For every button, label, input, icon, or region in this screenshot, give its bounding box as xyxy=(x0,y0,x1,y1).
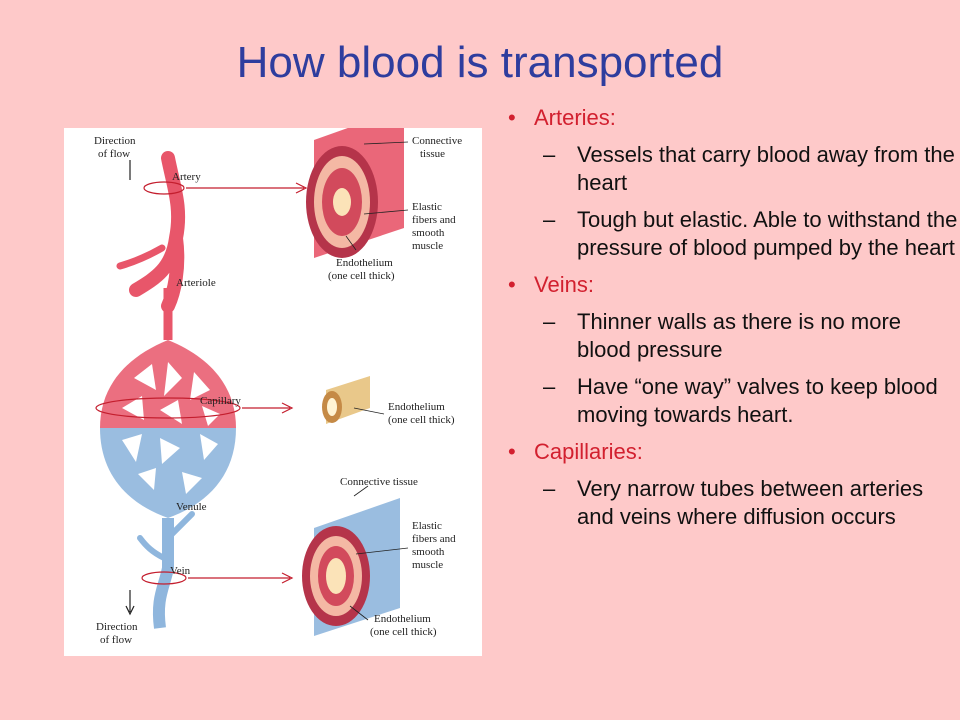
artery-arrow xyxy=(186,182,308,194)
label-capillary: Capillary xyxy=(200,395,241,407)
sub-bullet: – Vessels that carry blood away from the… xyxy=(498,141,958,197)
label-artery-elastic-1: Elastic xyxy=(412,201,442,213)
leader-lines xyxy=(345,141,409,621)
artery-loop xyxy=(143,181,185,195)
capillary-bed-blue xyxy=(100,428,236,518)
capillary-loop xyxy=(95,397,241,419)
artery-cross-section xyxy=(306,128,404,258)
dash-mark: – xyxy=(543,142,556,167)
bullet-text: Arteries: xyxy=(534,105,616,130)
blood-vessel-diagram: Direction of flow Artery Arteriole Capil… xyxy=(64,128,482,656)
sub-bullet: – Thinner walls as there is no more bloo… xyxy=(498,308,958,364)
slide-title: How blood is transported xyxy=(236,38,724,87)
label-arteriole: Arteriole xyxy=(176,277,216,289)
vein-trunk xyxy=(153,518,174,629)
label-artery: Artery xyxy=(172,171,201,183)
bullet-mark: • xyxy=(508,272,516,297)
label-vein: Vein xyxy=(170,565,191,577)
label-vein-connective: Connective tissue xyxy=(340,476,418,488)
capillary-holes-red xyxy=(122,362,220,426)
dash-mark: – xyxy=(543,207,556,232)
label-direction-top-2: of flow xyxy=(98,148,130,160)
label-direction-bottom-1: Direction xyxy=(96,621,138,633)
bullet-capillaries: • Capillaries: xyxy=(498,438,958,466)
vein-loop xyxy=(141,571,187,585)
vein-cross-section xyxy=(302,498,400,636)
sub-bullet-text: Tough but elastic. Able to withstand the… xyxy=(577,207,958,260)
bullet-text: Capillaries: xyxy=(534,439,643,464)
capillary-arrow xyxy=(242,402,294,414)
label-vein-endothelium-1: Endothelium xyxy=(374,613,431,625)
label-vein-elastic-3: smooth xyxy=(412,546,445,558)
label-artery-connective-1: Connective xyxy=(412,135,462,147)
dash-mark: – xyxy=(543,476,556,501)
sub-bullet: – Very narrow tubes between arteries and… xyxy=(498,475,958,531)
label-direction-top-1: Direction xyxy=(94,135,136,147)
vein-arrow xyxy=(188,572,294,584)
capillary-cross-section xyxy=(322,376,370,424)
dash-mark: – xyxy=(543,309,556,334)
vein-branch xyxy=(137,511,195,561)
label-artery-endothelium-1: Endothelium xyxy=(336,257,393,269)
label-vein-elastic-1: Elastic xyxy=(412,520,442,532)
bullet-arteries: • Arteries: xyxy=(498,104,958,132)
label-vein-elastic-4: muscle xyxy=(412,559,443,571)
direction-arrow-bottom xyxy=(125,590,135,616)
bullet-mark: • xyxy=(508,439,516,464)
bullet-veins: • Veins: xyxy=(498,271,958,299)
sub-bullet-text: Vessels that carry blood away from the h… xyxy=(577,142,955,195)
label-vein-elastic-2: fibers and xyxy=(412,533,456,545)
label-artery-endothelium-2: (one cell thick) xyxy=(328,270,395,282)
artery-branch xyxy=(116,244,166,270)
capillary-holes-blue xyxy=(122,434,218,494)
dash-mark: – xyxy=(543,374,556,399)
label-artery-connective-2: tissue xyxy=(420,148,445,160)
sub-bullet-text: Have “one way” valves to keep blood movi… xyxy=(577,374,938,427)
label-artery-elastic-3: smooth xyxy=(412,227,445,239)
label-capillary-endothelium-2: (one cell thick) xyxy=(388,414,455,426)
vessel-illustration: Direction of flow Artery Arteriole Capil… xyxy=(94,128,462,646)
label-vein-endothelium-2: (one cell thick) xyxy=(370,626,437,638)
sub-bullet-text: Thinner walls as there is no more blood … xyxy=(577,309,902,362)
label-artery-elastic-4: muscle xyxy=(412,240,443,252)
sub-bullet-text: Very narrow tubes between arteries and v… xyxy=(577,476,924,529)
sub-bullet: – Have “one way” valves to keep blood mo… xyxy=(498,373,958,429)
bullet-list: • Arteries: – Vessels that carry blood a… xyxy=(498,104,958,540)
bullet-text: Veins: xyxy=(534,272,594,297)
bullet-mark: • xyxy=(508,105,516,130)
sub-bullet: – Tough but elastic. Able to withstand t… xyxy=(498,206,958,262)
label-artery-elastic-2: fibers and xyxy=(412,214,456,226)
label-capillary-endothelium-1: Endothelium xyxy=(388,401,445,413)
label-direction-bottom-2: of flow xyxy=(100,634,132,646)
label-venule: Venule xyxy=(176,501,207,513)
